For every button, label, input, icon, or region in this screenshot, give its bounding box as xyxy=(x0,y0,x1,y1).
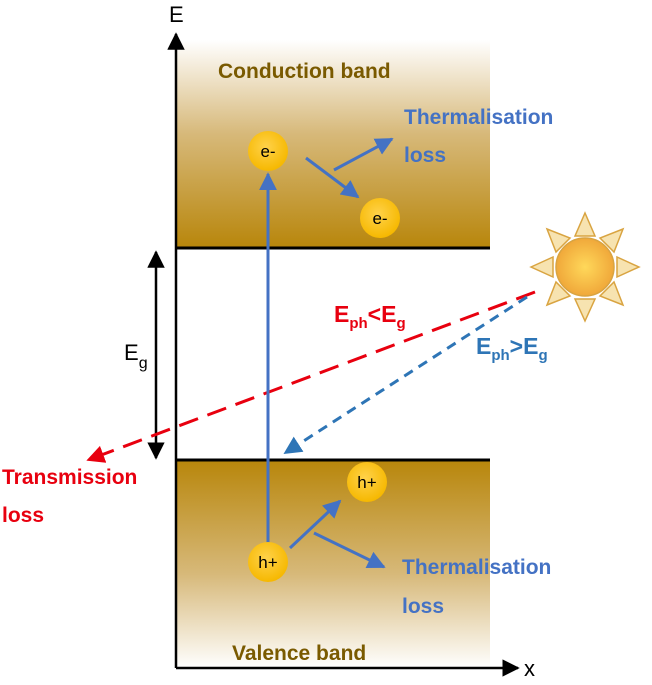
low-energy-photon-ray xyxy=(86,290,536,463)
hole-lower: h+ xyxy=(248,542,288,582)
electron-relaxed: e- xyxy=(360,198,400,238)
svg-text:h+: h+ xyxy=(258,553,277,572)
svg-text:e-: e- xyxy=(260,142,275,161)
transmission-loss-label: Transmission loss xyxy=(2,466,143,527)
position-axis-label: x xyxy=(524,656,535,681)
hole-relax-arrow xyxy=(288,499,342,550)
conduction-band xyxy=(176,40,490,248)
lower-thermalisation-arrow xyxy=(313,531,386,569)
band-gap-label: Eg xyxy=(124,340,148,372)
low-photon-energy-label: Eph<Eg xyxy=(334,301,406,332)
upper-thermalisation-arrow xyxy=(333,137,394,172)
valence-band-label: Valence band xyxy=(232,642,366,665)
electron-relax-arrow xyxy=(305,156,360,199)
high-energy-photon-ray xyxy=(283,295,528,455)
energy-axis-label: E xyxy=(169,2,184,27)
svg-text:h+: h+ xyxy=(357,473,376,492)
electron-upper: e- xyxy=(248,131,288,171)
high-photon-energy-label: Eph>Eg xyxy=(476,333,548,364)
valence-band xyxy=(176,460,490,668)
conduction-band-label: Conduction band xyxy=(218,60,391,83)
sun-icon xyxy=(529,211,641,323)
svg-text:e-: e- xyxy=(372,209,387,228)
lower-thermalisation-label: Thermalisation loss xyxy=(402,556,557,618)
upper-thermalisation-label: Thermalisation loss xyxy=(404,106,559,167)
hole-relaxed: h+ xyxy=(347,462,387,502)
